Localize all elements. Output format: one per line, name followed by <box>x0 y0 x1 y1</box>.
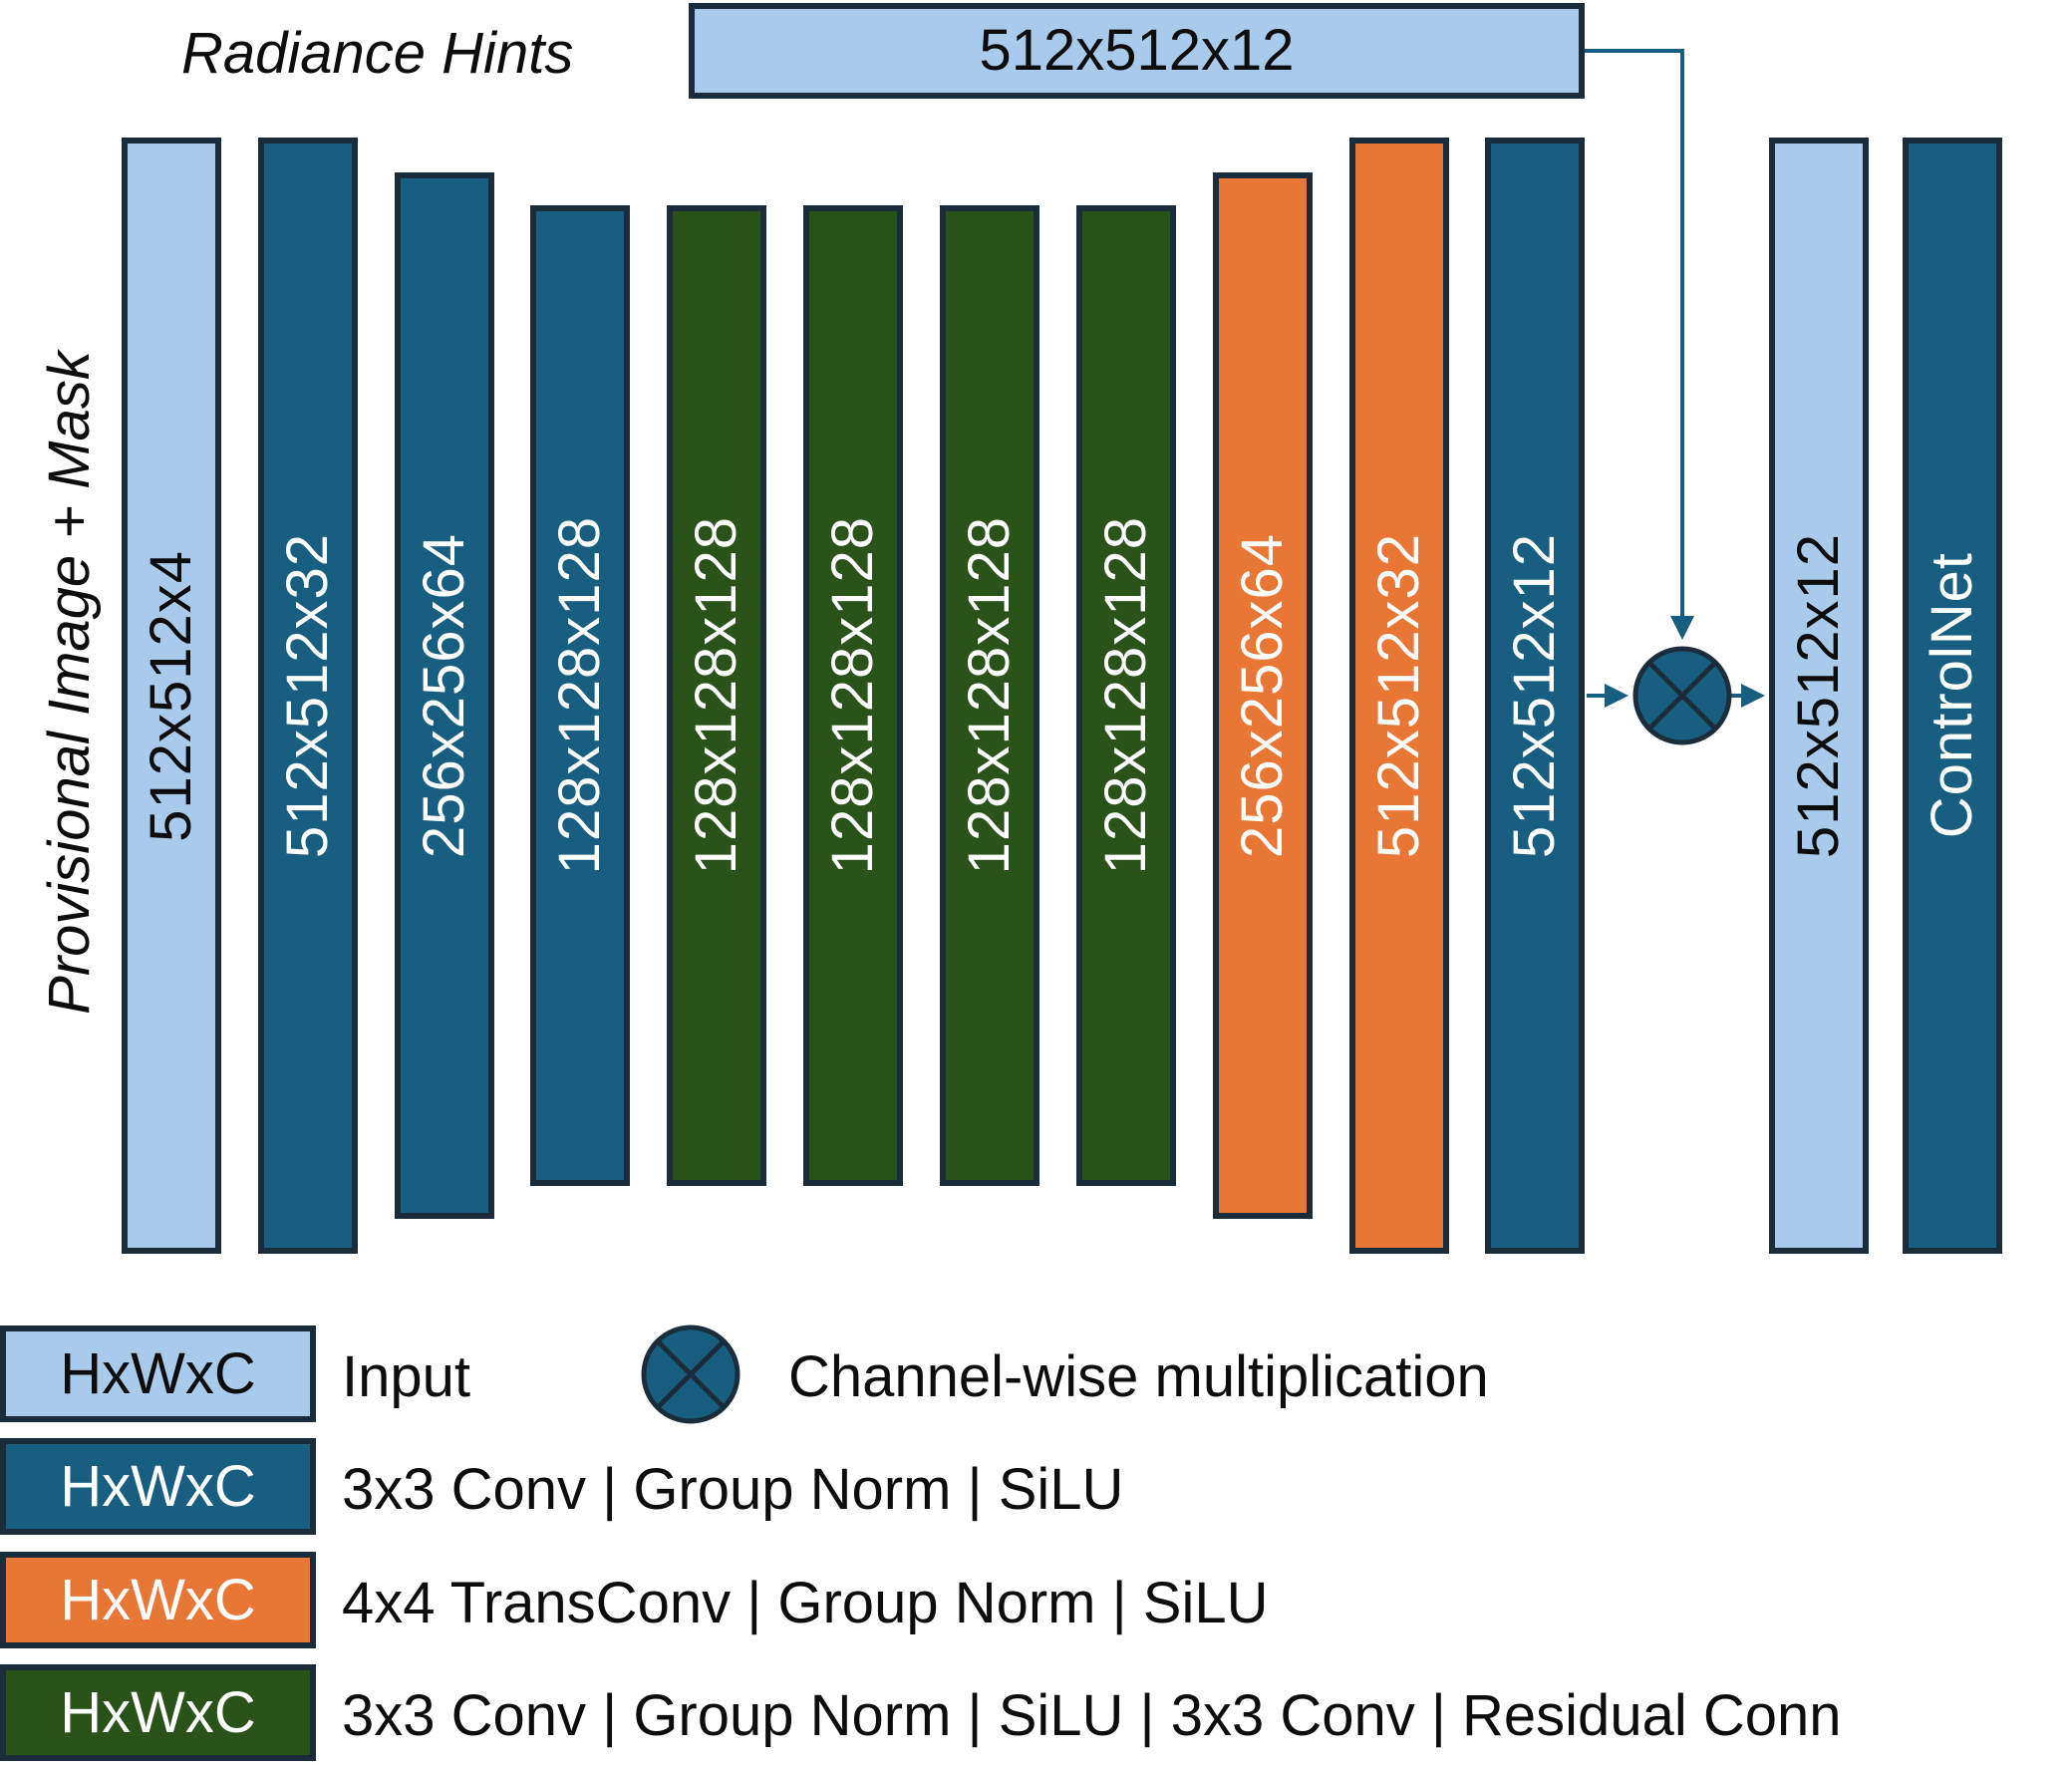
legend-conv-text: 3x3 Conv | Group Norm | SiLU <box>342 1457 1124 1522</box>
block-transconv-2: 512x512x32 <box>1349 138 1449 1254</box>
legend-multiplication-text: Channel-wise multiplication <box>788 1344 1489 1409</box>
radiance-hints-block: 512x512x12 <box>689 3 1585 99</box>
legend-input-text: Input <box>342 1344 470 1409</box>
radiance-arrow <box>1585 49 1694 640</box>
legend-residual-text: 3x3 Conv | Group Norm | SiLU | 3x3 Conv … <box>342 1683 1842 1748</box>
block-controlnet: ControlNet <box>1903 138 2002 1254</box>
legend-swatch-residual: HxWxC <box>0 1664 316 1761</box>
block-conv-4: 512x512x12 <box>1485 138 1585 1254</box>
block-conv-3: 128x128x128 <box>530 205 630 1186</box>
block-residual-2: 128x128x128 <box>803 205 903 1186</box>
radiance-hints-size: 512x512x12 <box>979 18 1295 83</box>
legend-multiply-icon <box>641 1324 740 1424</box>
multiply-icon <box>1632 646 1732 745</box>
block-residual-3: 128x128x128 <box>940 205 1039 1186</box>
block-input-1: 512x512x4 <box>122 138 221 1254</box>
block-conv-1: 512x512x32 <box>258 138 358 1254</box>
block-input-2: 512x512x12 <box>1769 138 1869 1254</box>
legend-swatch-transconv: HxWxC <box>0 1552 316 1648</box>
legend-transconv-text: 4x4 TransConv | Group Norm | SiLU <box>342 1571 1269 1635</box>
block-residual-1: 128x128x128 <box>667 205 766 1186</box>
block-residual-4: 128x128x128 <box>1076 205 1176 1186</box>
legend-swatch-input: HxWxC <box>0 1325 316 1422</box>
radiance-hints-label: Radiance Hints <box>181 21 574 86</box>
block-transconv-1: 256x256x64 <box>1213 172 1313 1219</box>
legend-swatch-conv: HxWxC <box>0 1438 316 1535</box>
block-conv-2: 256x256x64 <box>395 172 494 1219</box>
